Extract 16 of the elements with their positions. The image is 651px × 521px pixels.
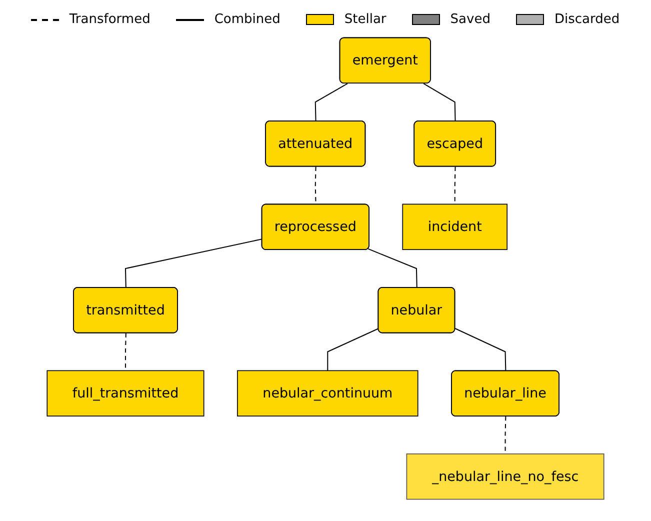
legend-label: Stellar [344,12,386,27]
connector [423,83,456,122]
connector [314,83,348,122]
node-box: _nebular_line_no_fesc [406,453,604,500]
connector [124,238,262,288]
connector [504,416,506,454]
node-box: incident [402,204,508,250]
connector [327,328,379,371]
connector [454,328,506,372]
legend-label: Discarded [554,12,620,27]
node-box: nebular_continuum [237,370,418,416]
legend-label: Combined [214,12,280,27]
connector [368,248,418,288]
legend-label: Transformed [69,12,150,27]
legend-label: Saved [450,12,490,27]
node-box: full_transmitted [46,370,204,416]
